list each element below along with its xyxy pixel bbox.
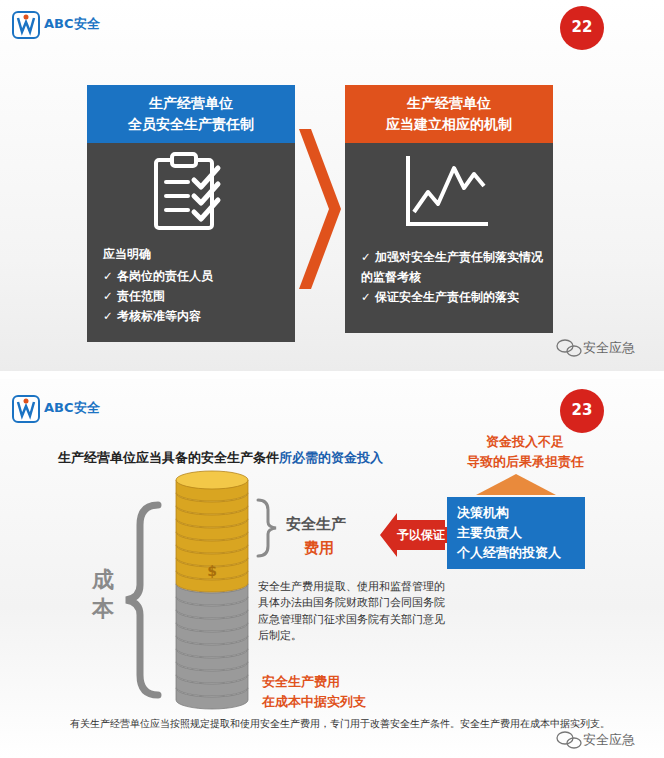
line-chart-icon: [402, 152, 492, 230]
watermark: 安全应急: [583, 731, 635, 749]
coin-stack: [176, 471, 248, 709]
node-text: ✓ 保证安全生产责任制的落实: [361, 287, 543, 307]
watermark: 安全应急: [583, 339, 635, 357]
node-text: 主要负责人: [457, 523, 575, 543]
node-text: 应当明确: [103, 247, 283, 262]
slide-title: 生产经营单位应当具备的安全生产条件: [58, 449, 279, 467]
cost-label: 成本: [92, 566, 114, 623]
card-header: 生产经营单位 全员安全生产责任制: [87, 85, 295, 143]
logo-text: ABC安全: [44, 399, 100, 417]
page-number: 22: [560, 18, 604, 36]
up-arrow: [476, 474, 556, 495]
page-number: 23: [560, 401, 604, 419]
mechanism-card: 生产经营单位 应当建立相应的机制 ✓ 加强对安全生产责任制落实情况的监督考核✓ 保…: [345, 85, 553, 333]
safety-fee-box: 安全生产费用: [286, 512, 376, 560]
node-text: 资金投入不足 导致的后果承担责任: [440, 432, 610, 471]
node-text: 决策机构: [457, 503, 575, 523]
footer-note: 有关生产经营单位应当按照规定提取和使用安全生产费用，专门用于改善安全生产条件。安…: [70, 718, 610, 731]
clipboard-icon: [148, 150, 232, 234]
logo-icon: [13, 12, 39, 38]
chevron-arrow: [299, 129, 341, 289]
responsible-box: 决策机构主要负责人个人经营的投资人: [447, 497, 585, 569]
node-text: ✓ 责任范围: [103, 286, 285, 306]
dollar-sign: $: [200, 561, 224, 581]
duty-card: 生产经营单位 全员安全生产责任制应当明确 ✓ 各岗位的责任人员✓ 责任范围✓ 考核…: [87, 85, 295, 342]
node-text: 个人经营的投资人: [457, 543, 575, 563]
node-text: ✓ 各岗位的责任人员: [103, 266, 285, 286]
logo-text: ABC安全: [44, 15, 100, 33]
node-text: 安全生产: [286, 512, 376, 536]
page-disc: [560, 6, 604, 50]
slide-title-highlight: 所必需的资金投入: [279, 449, 383, 467]
cost-bracket: [126, 505, 158, 695]
slide-gap: [0, 371, 664, 379]
fee-rule-note: 安全生产费用提取、使用和监督管理的具体办法由国务院财政部门会同国务院应急管理部门…: [258, 578, 448, 643]
node-text: 费用: [304, 536, 376, 560]
cost-listing-note: 安全生产费用 在成本中据实列支: [262, 672, 412, 711]
logo-icon: [13, 396, 39, 422]
arrow-label: 予以保证: [395, 527, 447, 543]
fee-bracket: [258, 500, 276, 556]
node-text: ✓ 加强对安全生产责任制落实情况的监督考核: [361, 247, 543, 287]
node-text: ✓ 考核标准等内容: [103, 306, 285, 326]
card-header: 生产经营单位 应当建立相应的机制: [345, 85, 553, 143]
consequence-note: 资金投入不足 导致的后果承担责任: [440, 432, 610, 471]
page-disc: [560, 389, 604, 433]
